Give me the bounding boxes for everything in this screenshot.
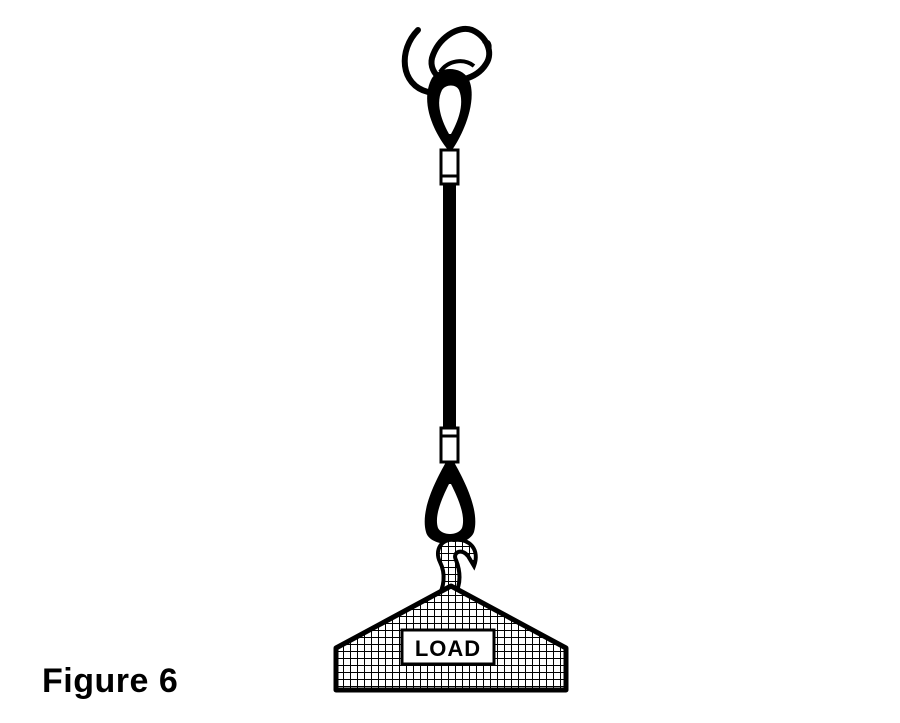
figure-caption: Figure 6 xyxy=(42,662,179,700)
lower-eye-loop xyxy=(424,462,476,544)
load-label: LOAD xyxy=(415,636,481,661)
load-hook xyxy=(434,537,478,598)
upper-ferrule xyxy=(439,148,460,186)
upper-eye-loop xyxy=(427,69,472,150)
load-label-box xyxy=(400,628,496,666)
crane-hook xyxy=(401,25,493,95)
lower-ferrule xyxy=(439,426,460,464)
wire-rope xyxy=(443,184,456,428)
load-block: LOAD xyxy=(333,583,569,693)
